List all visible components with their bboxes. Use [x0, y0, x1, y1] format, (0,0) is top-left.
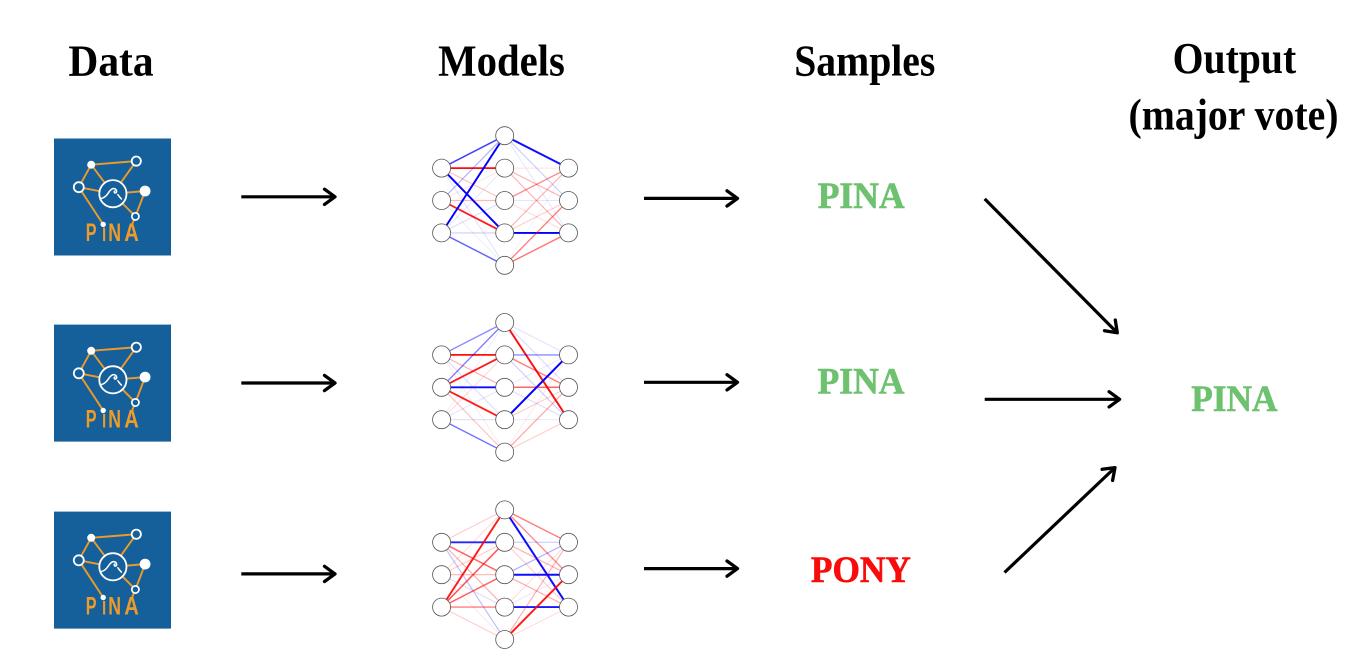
svg-text:ı: ı [102, 592, 106, 620]
svg-text:N: N [108, 405, 121, 433]
svg-text:P: P [86, 592, 97, 620]
svg-text:Models: Models [438, 37, 565, 86]
svg-text:PONY: PONY [811, 550, 911, 591]
svg-text:Data: Data [68, 37, 153, 86]
svg-text:PINA: PINA [818, 362, 905, 403]
svg-text:A: A [124, 405, 139, 433]
svg-text:P: P [86, 405, 97, 433]
svg-text:Output: Output [1173, 34, 1297, 83]
svg-text:PINA: PINA [818, 176, 905, 217]
svg-text:(major vote): (major vote) [1129, 91, 1339, 140]
svg-text:ı: ı [102, 405, 106, 433]
svg-text:Samples: Samples [794, 37, 935, 86]
svg-text:P: P [86, 219, 97, 247]
svg-text:A: A [124, 592, 139, 620]
svg-text:A: A [124, 219, 139, 247]
svg-text:N: N [108, 592, 121, 620]
svg-text:ı: ı [102, 219, 106, 247]
svg-text:N: N [108, 219, 121, 247]
svg-text:PINA: PINA [1191, 379, 1277, 420]
